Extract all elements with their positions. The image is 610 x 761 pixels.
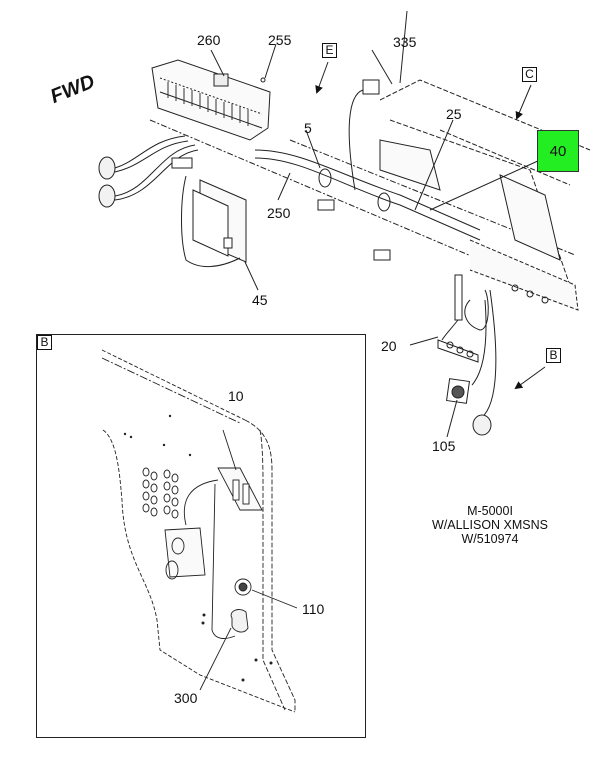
valve-assembly [437,274,489,363]
callout-40: 40 [549,142,567,160]
callout-105: 105 [432,438,456,454]
callout-335: 335 [393,34,417,50]
view-marker-e: E [322,43,337,58]
connector-105 [446,289,497,436]
callout-110: 110 [302,601,325,617]
callout-5: 5 [304,120,312,136]
callout-250: 250 [267,205,291,221]
detail-b-frame [36,334,366,738]
callout-45: 45 [252,292,268,308]
note-line-serial: W/510974 [461,532,519,546]
view-marker-b: B [546,348,561,363]
note-line-model: M-5000I [467,504,513,518]
note-line-transmission: W/ALLISON XMSNS [432,518,548,532]
callout-20: 20 [381,338,397,354]
callout-25: 25 [446,106,462,122]
round-connectors [98,135,199,208]
inset-title-b: B [37,335,52,350]
callout-40-highlighted: 40 [537,130,579,172]
view-marker-c: C [522,67,537,82]
module-45 [181,175,247,267]
applicability-note: M-5000I W/ALLISON XMSNS W/510974 [415,504,565,546]
callout-10: 10 [228,388,244,404]
callout-260: 260 [197,32,221,48]
detail-b-drawing [101,349,298,713]
callout-300: 300 [174,690,198,706]
callout-255: 255 [268,32,292,48]
relay-panel [151,59,271,141]
